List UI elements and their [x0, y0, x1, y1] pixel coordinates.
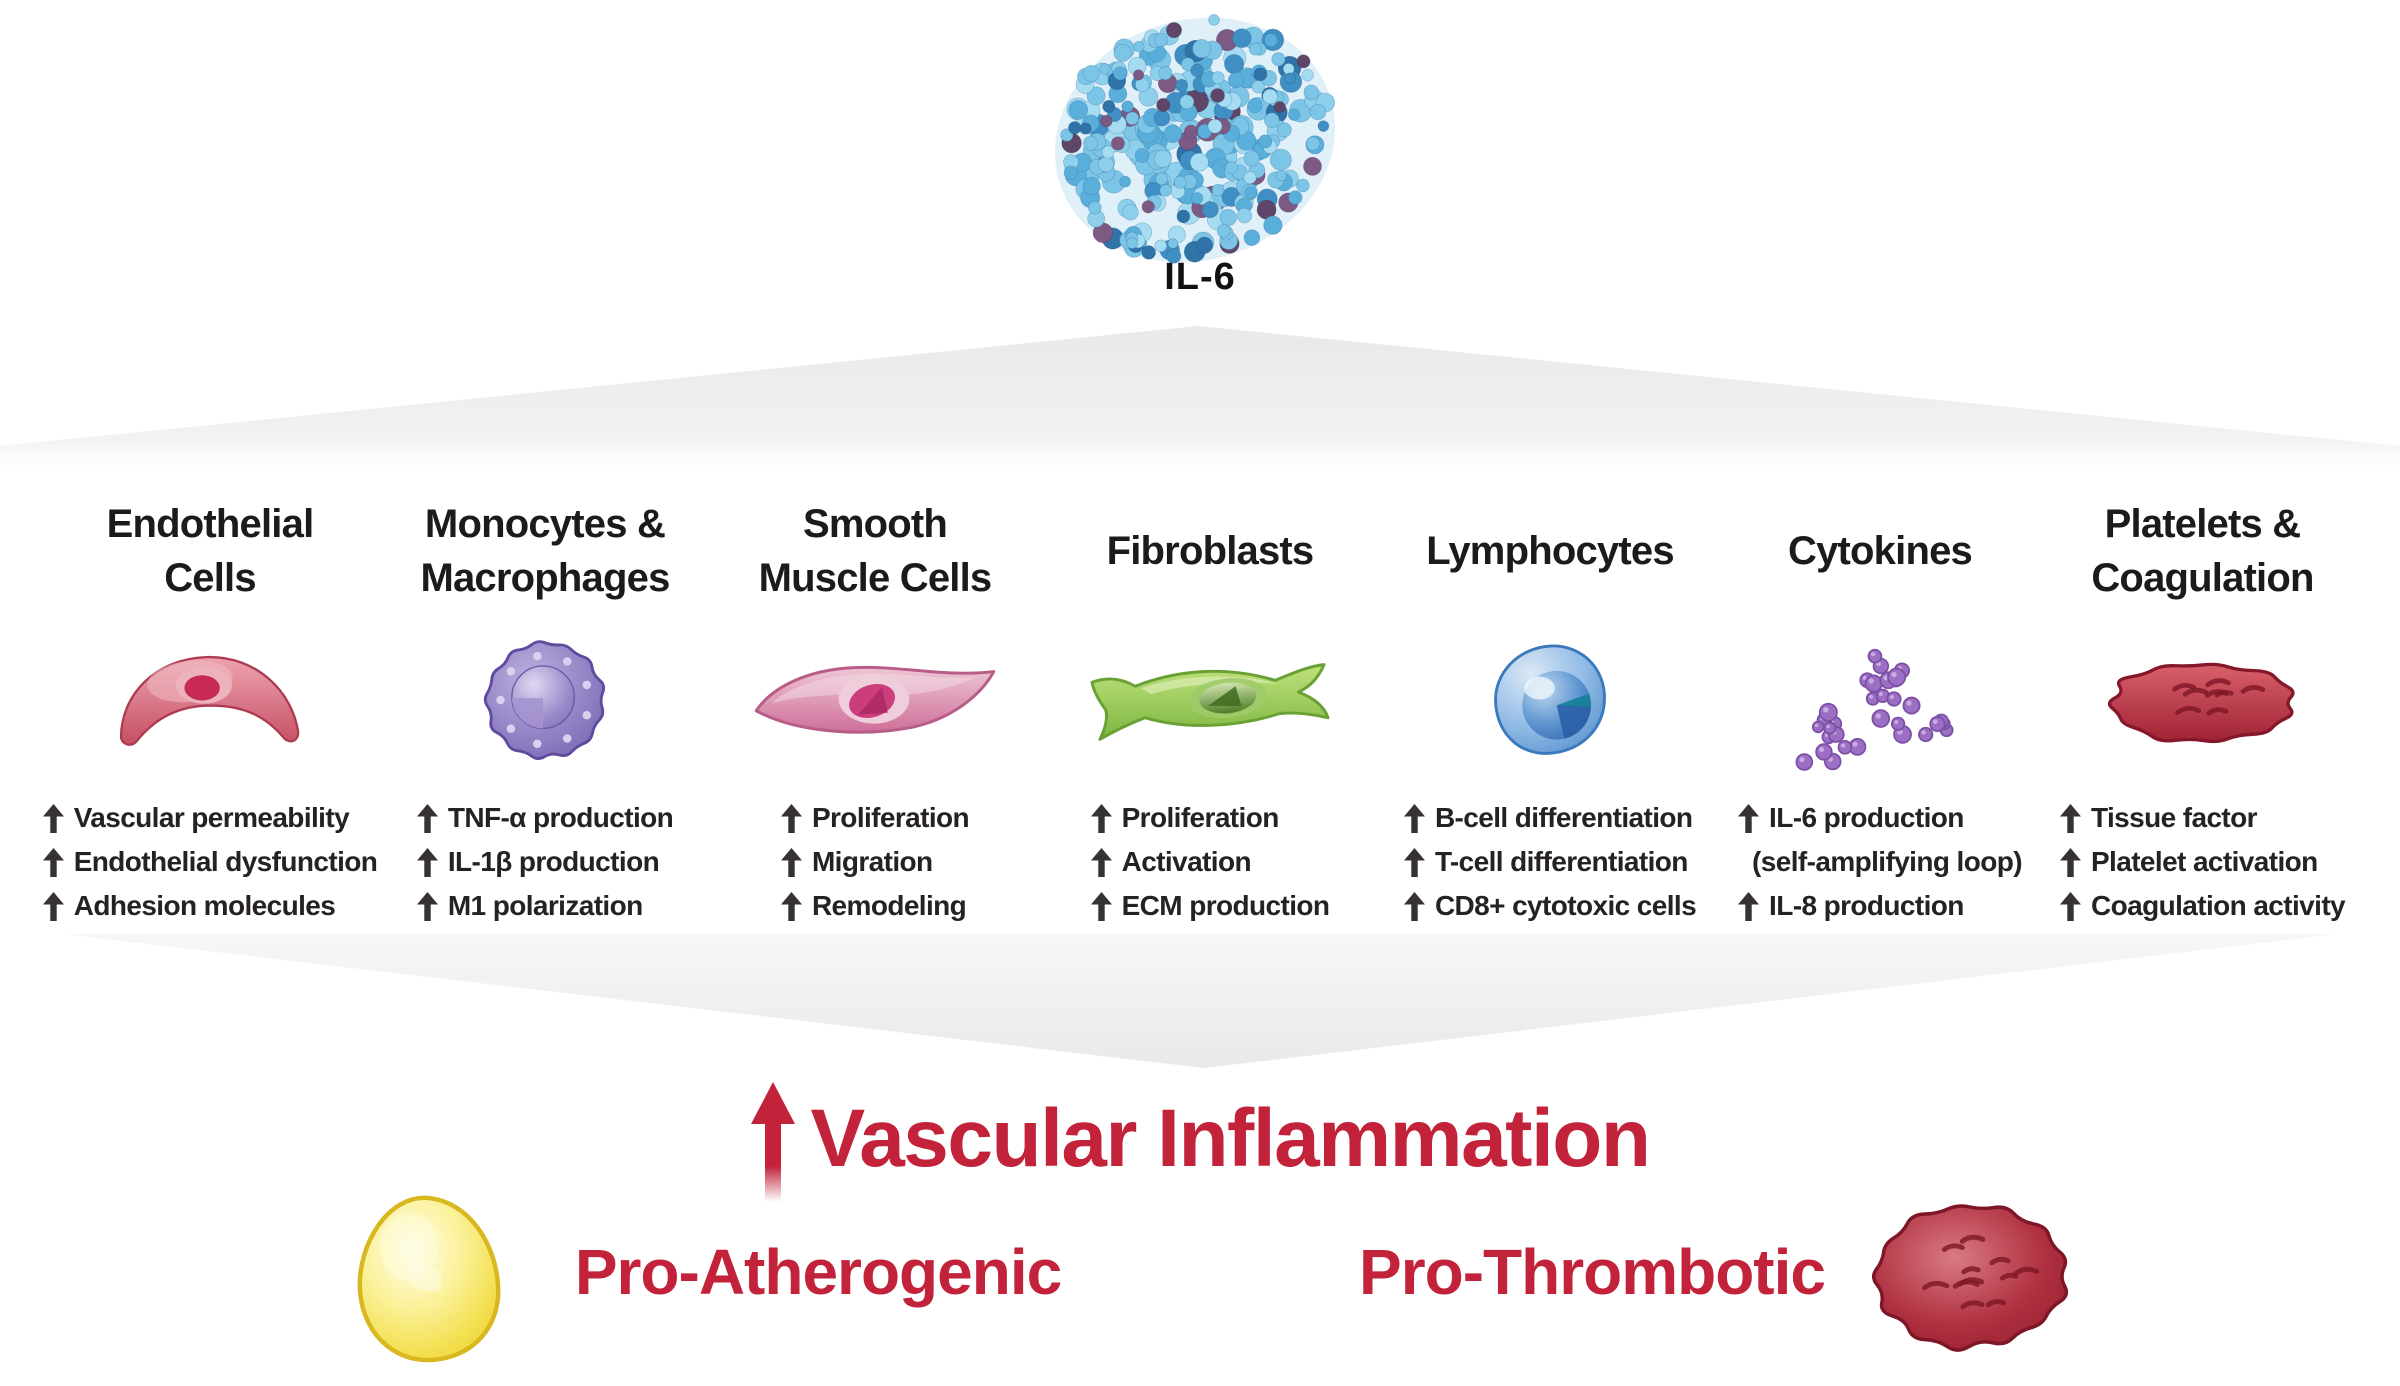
column-title: Platelets & Coagulation	[2091, 502, 2314, 600]
up-arrow-icon	[416, 891, 438, 921]
up-arrow-icon	[2059, 803, 2081, 833]
bullet-item: IL-1β production	[416, 840, 673, 884]
il6-molecule-illustration	[1040, 0, 1350, 285]
up-arrow-icon	[1738, 891, 1760, 921]
top-fan-shape	[0, 326, 2400, 478]
up-arrow-icon	[42, 803, 64, 833]
platelet-clot-icon	[2107, 662, 2295, 744]
fibroblast-icon	[1090, 663, 1330, 741]
bullet-item: Vascular permeability	[42, 796, 378, 840]
bullet-item: (self-amplifying loop)	[1752, 846, 2023, 877]
up-arrow-icon	[780, 847, 802, 877]
column-platelets-coagulation: Platelets & Coagulation Tissue factor Pl…	[2030, 492, 2375, 928]
blood-clot-icon	[1872, 1204, 2069, 1352]
cytokines-icon	[1795, 648, 1954, 771]
column-lymphocytes: Lymphocytes B-cell differentiati	[1372, 492, 1728, 928]
bullet-item: Migration	[780, 840, 969, 884]
bullet-item: IL-8 production	[1738, 884, 2022, 928]
lipid-droplet-icon	[357, 1195, 501, 1363]
up-arrow-icon	[1738, 803, 1760, 833]
bottom-fan-shape	[62, 934, 2338, 1068]
column-endothelial-cells: Endothelial Cells Vascular permeability …	[10, 492, 410, 928]
vascular-inflammation-headline: Vascular Inflammation	[0, 1082, 2400, 1204]
column-title: Fibroblasts	[1106, 529, 1315, 573]
up-arrow-icon	[42, 847, 64, 877]
column-cytokines: Cytokines IL-6 production (self-amplifyi…	[1715, 492, 2045, 928]
bullet-item: Proliferation	[1090, 796, 1330, 840]
up-arrow-icon	[1090, 847, 1112, 877]
up-arrow-icon	[2059, 891, 2081, 921]
bullet-item: Proliferation	[780, 796, 970, 840]
il6-molecule-icon	[1054, 14, 1336, 264]
pro-thrombotic-label: Pro-Thrombotic	[1359, 1236, 1826, 1308]
bullet-item: TNF-α production	[416, 796, 674, 840]
lymphocyte-icon	[1494, 644, 1606, 755]
up-arrow-icon	[416, 803, 438, 833]
column-title: Lymphocytes	[1426, 529, 1674, 573]
bullet-item: Endothelial dysfunction	[42, 840, 378, 884]
column-fibroblasts: Fibroblasts Proliferation	[1055, 492, 1365, 928]
bullet-item: Coagulation activity	[2059, 884, 2346, 928]
lipid-droplet-illustration	[350, 1192, 508, 1373]
big-up-arrow-icon	[750, 1082, 795, 1202]
up-arrow-icon	[2059, 847, 2081, 877]
macrophage-icon	[483, 640, 606, 760]
up-arrow-icon	[42, 891, 64, 921]
bullet-item: IL-6 production	[1738, 796, 2022, 840]
blood-clot-illustration	[1868, 1198, 2074, 1361]
column-title: Cytokines	[1788, 529, 1973, 573]
up-arrow-icon	[1090, 803, 1112, 833]
bullet-item: ECM production	[1090, 884, 1330, 928]
up-arrow-icon	[1403, 891, 1425, 921]
bullet-item: B-cell differentiation	[1403, 796, 1696, 840]
headline-text: Vascular Inflammation	[810, 1093, 1651, 1184]
smooth-muscle-cell-icon	[754, 665, 996, 734]
up-arrow-icon	[416, 847, 438, 877]
pro-atherogenic-label: Pro-Atherogenic	[574, 1236, 1062, 1308]
up-arrow-icon	[780, 803, 802, 833]
column-title: Endothelial Cells	[106, 502, 315, 600]
bullet-item: T-cell differentiation	[1403, 840, 1696, 884]
bullet-item: Adhesion molecules	[42, 884, 378, 928]
column-title: Monocytes & Macrophages	[420, 502, 670, 600]
il6-label: IL-6	[1164, 256, 1236, 298]
column-smooth-muscle-cells: Smooth Muscle Cells Proliferation Migrat…	[690, 492, 1060, 928]
bullet-item: Remodeling	[780, 884, 969, 928]
column-title: Smooth Muscle Cells	[758, 502, 993, 600]
bullet-item: Tissue factor	[2059, 796, 2345, 840]
up-arrow-icon	[1403, 803, 1425, 833]
bullet-item: Platelet activation	[2059, 840, 2345, 884]
up-arrow-icon	[1090, 891, 1112, 921]
up-arrow-icon	[780, 891, 802, 921]
bullet-item: M1 polarization	[416, 884, 673, 928]
bullet-item: Activation	[1090, 840, 1330, 884]
bullet-item: CD8+ cytotoxic cells	[1403, 884, 1697, 928]
endothelial-cell-icon	[119, 655, 299, 746]
column-monocytes-macrophages: Monocytes & Macrophages TNF-α production	[400, 492, 690, 928]
up-arrow-icon	[1403, 847, 1425, 877]
